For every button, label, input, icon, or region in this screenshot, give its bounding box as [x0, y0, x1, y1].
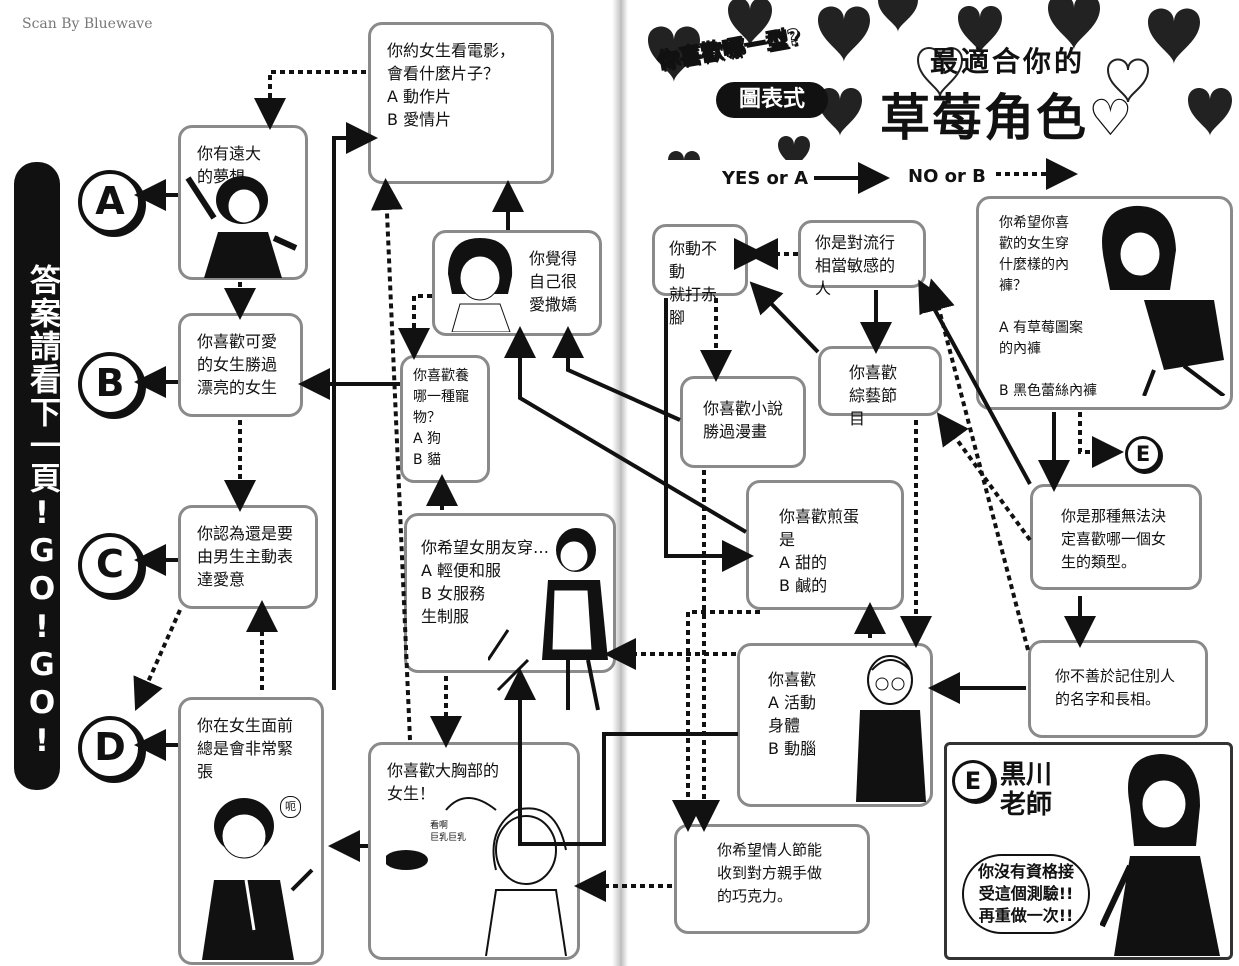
question-text: 你喜歡煎蛋是 A 甜的 B 鹹的: [779, 507, 860, 595]
question-box-pet: 你喜歡養 哪一種寵 物？ A 狗 B 貓: [400, 355, 490, 483]
hearts-background: [648, 0, 1232, 160]
character-illustration-maid: [488, 528, 608, 711]
character-illustration-girl-spoiled: [448, 238, 513, 332]
question-box-undecided: 你是那種無法決 定喜歡哪一個女 生的類型。: [1030, 484, 1202, 590]
question-box-trendy: 你是對流行 相當敏感的人: [798, 220, 926, 298]
answer-badge-b: B: [78, 352, 142, 416]
question-box-egg: 你喜歡煎蛋是 A 甜的 B 鹹的: [746, 480, 904, 610]
e-panel-badge: E: [952, 760, 994, 802]
character-illustration-girl-underwear: [1102, 205, 1226, 396]
question-text: 你動不動 就打赤腳: [669, 239, 718, 327]
answer-badge-a: A: [78, 170, 142, 234]
character-illustration-boy-nervous: [202, 798, 314, 960]
question-box-cute: 你喜歡可愛 的女生勝過 漂亮的女生: [178, 313, 303, 417]
question-box-novel: 你喜歡小說 勝過漫畫: [680, 376, 806, 468]
character-illustration-kurokawa: [1100, 754, 1220, 956]
question-text: 你是那種無法決 定喜歡哪一個女 生的類型。: [1061, 507, 1167, 571]
character-illustration-boy-dream: [185, 176, 298, 278]
question-text: 你不善於記住別人 的名字和長相。: [1055, 667, 1176, 708]
e-panel-message: 你沒有資格接 受這個測驗!! 再重做一次!!: [962, 854, 1090, 934]
speech-bubble-boy: 呃: [280, 796, 301, 818]
speech-bubble-girl: 看啊 巨乳巨乳: [430, 821, 467, 843]
question-text: 你約女生看電影， 會看什麼片子？ A 動作片 B 愛情片: [387, 41, 516, 129]
legend-yes: YES or A: [722, 168, 809, 189]
question-text: 你希望情人節能 收到對方親手做 的巧克力。: [717, 841, 823, 905]
answer-sidebar: 答案請看下一頁!GO!GO!: [14, 162, 60, 790]
e-panel-name: 黒川 老師: [1000, 760, 1053, 820]
question-box-barefoot: 你動不動 就打赤腳: [652, 224, 748, 327]
character-illustration-glasses-girl: [856, 655, 926, 802]
question-text: 你在女生面前 總是會非常緊張: [197, 716, 294, 781]
title-line-2: 草莓角色♡: [880, 89, 1135, 147]
question-text: 你喜歡大胸部的 女生！: [387, 761, 500, 803]
question-text: 你希望女朋友穿… A 輕便和服 B 女服務 生制服: [421, 538, 550, 626]
title-line-1: 最適合你的: [930, 45, 1086, 78]
page-gutter: [612, 0, 628, 966]
scan-credit: Scan By Bluewave: [22, 16, 153, 32]
question-text: 你認為還是要 由男生主動表 達愛意: [197, 524, 294, 589]
question-text: 你喜歡可愛 的女生勝過 漂亮的女生: [197, 332, 278, 397]
character-illustration-chest: [386, 797, 567, 956]
question-text: 你喜歡 綜藝節目: [849, 363, 898, 428]
question-text: 你喜歡小說 勝過漫畫: [703, 399, 784, 441]
question-box-movie: 你約女生看電影， 會看什麼片子？ A 動作片 B 愛情片: [368, 22, 554, 184]
answer-badge-e: E: [1125, 436, 1161, 472]
legend-no: NO or B: [908, 166, 986, 187]
question-text: 你喜歡 A 活動 身體 B 動腦: [768, 670, 817, 758]
question-box-names: 你不善於記住別人 的名字和長相。: [1028, 640, 1208, 738]
answer-badge-c: C: [78, 533, 142, 597]
question-text: 你覺得 自己很 愛撒嬌: [529, 249, 578, 314]
question-text: 你希望你喜 歡的女生穿 什麼樣的內 褲？ A 有草莓圖案 的內褲 B 黑色蕾絲內…: [999, 215, 1098, 399]
question-text: 你是對流行 相當敏感的人: [815, 233, 896, 298]
chart-tag: 圖表式: [716, 82, 828, 118]
question-text: 你喜歡養 哪一種寵 物？ A 狗 B 貓: [413, 368, 469, 468]
question-box-variety: 你喜歡 綜藝節目: [818, 346, 942, 428]
question-box-chocolate: 你希望情人節能 收到對方親手做 的巧克力。: [674, 824, 870, 934]
